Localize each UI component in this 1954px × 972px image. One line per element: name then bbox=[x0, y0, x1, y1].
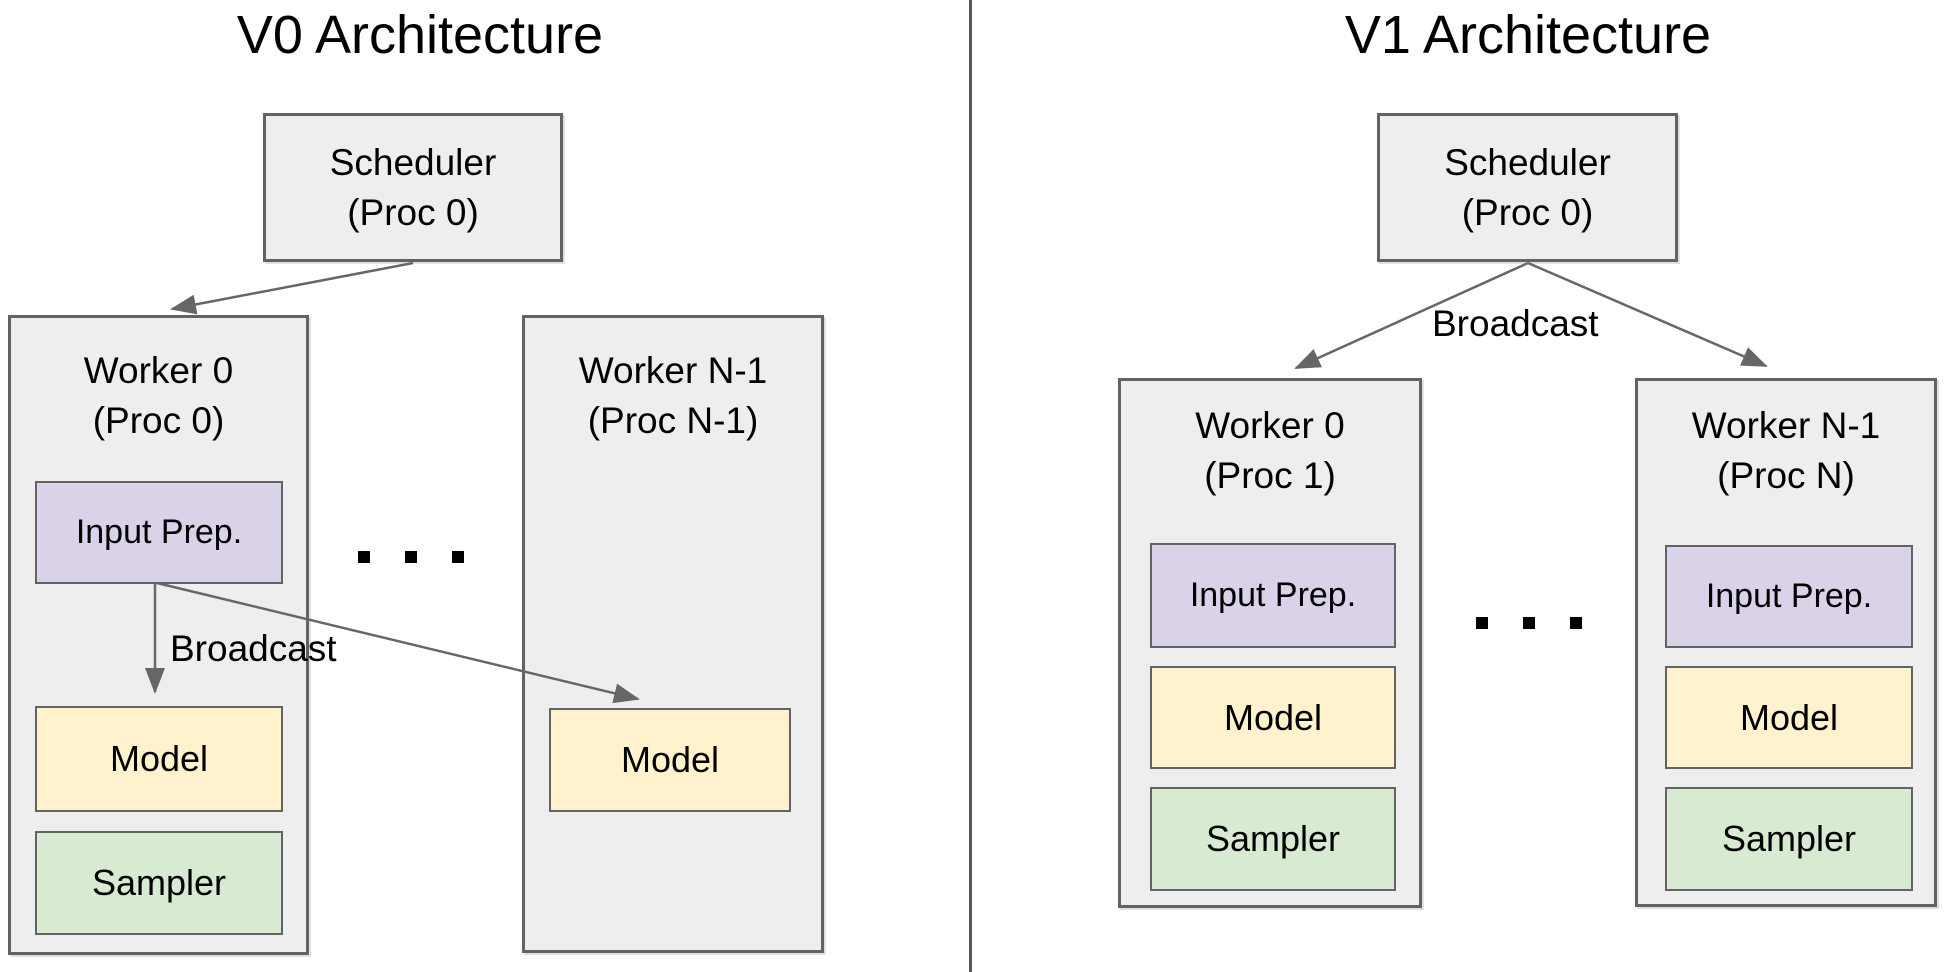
v1-worker0-inputprep-box: Input Prep. bbox=[1150, 543, 1396, 648]
v0-worker0-model-label: Model bbox=[109, 738, 209, 779]
v0-worker0-line1: Worker 0 bbox=[83, 350, 234, 391]
v0-broadcast-label: Broadcast bbox=[170, 628, 337, 669]
v1-title: V1 Architecture bbox=[1344, 5, 1712, 65]
v1-worker0-inputprep-label: Input Prep. bbox=[1189, 576, 1357, 614]
v1-broadcast-label: Broadcast bbox=[1432, 303, 1599, 344]
v0-scheduler-to-worker0-arrow bbox=[170, 261, 414, 315]
v0-workerN-model-box: Model bbox=[549, 708, 791, 812]
v1-worker0-sampler-box: Sampler bbox=[1150, 787, 1396, 891]
v0-workerN-line2: (Proc N-1) bbox=[587, 400, 759, 441]
panel-divider bbox=[969, 0, 972, 972]
v1-workerN-inputprep-label: Input Prep. bbox=[1705, 577, 1873, 615]
v1-worker0-box: Worker 0 (Proc 1) Input Prep. Model Samp… bbox=[1118, 378, 1422, 908]
v1-scheduler-label: Scheduler (Proc 0) bbox=[1444, 138, 1611, 238]
v0-worker0-sampler-label: Sampler bbox=[91, 862, 227, 903]
v0-scheduler-box: Scheduler (Proc 0) bbox=[263, 113, 563, 262]
v1-worker0-sampler-label: Sampler bbox=[1205, 818, 1341, 859]
v1-ellipsis-dot bbox=[1476, 617, 1488, 629]
v0-worker0-inputprep-box: Input Prep. bbox=[35, 481, 283, 584]
v0-scheduler-line1: Scheduler bbox=[329, 141, 497, 183]
v1-workerN-model-label: Model bbox=[1739, 696, 1839, 738]
v1-workerN-line1: Worker N-1 bbox=[1691, 405, 1881, 446]
v0-ellipsis-dot bbox=[452, 551, 464, 563]
v1-ellipsis-dots bbox=[1476, 617, 1582, 629]
v1-worker0-model-box: Model bbox=[1150, 666, 1396, 769]
v1-workerN-sampler-label: Sampler bbox=[1721, 818, 1857, 859]
v0-worker0-sampler-box: Sampler bbox=[35, 831, 283, 935]
v0-title: V0 Architecture bbox=[236, 5, 604, 65]
v0-workerN-line1: Worker N-1 bbox=[578, 350, 768, 391]
v1-scheduler-line1: Scheduler bbox=[1444, 141, 1611, 183]
v0-workerN-model-label: Model bbox=[620, 739, 720, 780]
v1-ellipsis-dot bbox=[1570, 617, 1582, 629]
v1-workerN-line2: (Proc N) bbox=[1717, 455, 1855, 496]
v0-worker0-line2: (Proc 0) bbox=[92, 400, 225, 441]
v1-workerN-model-box: Model bbox=[1665, 666, 1913, 769]
v1-workerN-sampler-box: Sampler bbox=[1665, 787, 1913, 891]
v0-scheduler-line2: (Proc 0) bbox=[347, 191, 479, 233]
v1-scheduler-line2: (Proc 0) bbox=[1461, 191, 1594, 233]
v1-worker0-label: Worker 0 (Proc 1) bbox=[1121, 401, 1419, 501]
v1-workerN-box: Worker N-1 (Proc N) Input Prep. Model Sa… bbox=[1635, 378, 1937, 907]
v0-worker0-label: Worker 0 (Proc 0) bbox=[11, 346, 306, 446]
v1-worker0-line1: Worker 0 bbox=[1195, 405, 1345, 446]
v0-ellipsis-dot bbox=[358, 551, 370, 563]
v0-workerN-box: Worker N-1 (Proc N-1) Model bbox=[522, 315, 824, 953]
v0-scheduler-label: Scheduler (Proc 0) bbox=[330, 138, 497, 238]
v1-workerN-inputprep-box: Input Prep. bbox=[1665, 545, 1913, 648]
v0-ellipsis-dot bbox=[405, 551, 417, 563]
v1-workerN-label: Worker N-1 (Proc N) bbox=[1638, 401, 1934, 501]
v0-ellipsis-dots bbox=[358, 551, 464, 563]
v0-worker0-model-box: Model bbox=[35, 706, 283, 812]
v0-worker0-inputprep-label: Input Prep. bbox=[75, 513, 243, 551]
v1-scheduler-box: Scheduler (Proc 0) bbox=[1377, 113, 1678, 262]
v1-worker0-model-label: Model bbox=[1223, 696, 1323, 738]
v0-workerN-label: Worker N-1 (Proc N-1) bbox=[525, 346, 821, 446]
v1-ellipsis-dot bbox=[1523, 617, 1535, 629]
v1-worker0-line2: (Proc 1) bbox=[1204, 455, 1336, 496]
